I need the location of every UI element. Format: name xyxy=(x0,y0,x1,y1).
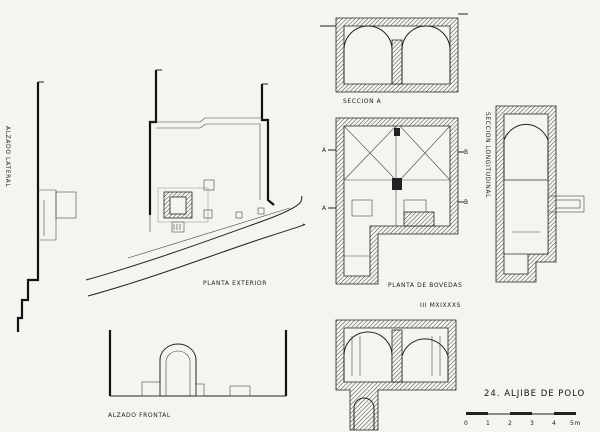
scale-tick-2: 2 xyxy=(508,420,512,427)
seccion-longitudinal-drawing: SECCION LONGITUDINAL xyxy=(484,105,585,283)
drawing-title: 24. ALJIBE DE POLO xyxy=(484,389,585,399)
scale-tick-3: 3 xyxy=(530,420,534,427)
label-plan-ref: III MXIXXXS xyxy=(420,302,461,309)
alzado-lateral-drawing: ALZADO LATERAL xyxy=(4,81,77,332)
scale-bar: 0 1 2 3 4 5m xyxy=(464,412,581,427)
label-alzado-frontal: ALZADO FRONTAL xyxy=(108,412,171,419)
label-planta-bovedas: PLANTA DE BOVEDAS xyxy=(388,282,462,289)
label-alzado-lateral: ALZADO LATERAL xyxy=(4,126,11,187)
scale-tick-1: 1 xyxy=(486,420,490,427)
svg-text:B: B xyxy=(464,149,469,156)
label-planta-exterior: PLANTA EXTERIOR xyxy=(203,280,267,287)
seccion-a-drawing: SECCION A xyxy=(320,13,468,105)
alzado-frontal-drawing: ALZADO FRONTAL xyxy=(108,330,288,419)
planta-bovedas-drawing: A A B B PLANTA DE BOVEDAS III MXIXXXS xyxy=(322,117,469,309)
planta-exterior-drawing: PLANTA EXTERIOR xyxy=(85,69,306,297)
svg-text:A: A xyxy=(322,205,327,212)
scale-tick-4: 4 xyxy=(552,420,556,427)
svg-text:A: A xyxy=(322,147,327,154)
scale-tick-0: 0 xyxy=(464,420,468,427)
label-seccion-longitudinal: SECCION LONGITUDINAL xyxy=(484,112,491,198)
svg-text:B: B xyxy=(464,199,469,206)
label-seccion-a: SECCION A xyxy=(343,98,382,105)
planta-inferior-drawing xyxy=(335,319,457,431)
scale-tick-5: 5m xyxy=(570,420,581,427)
